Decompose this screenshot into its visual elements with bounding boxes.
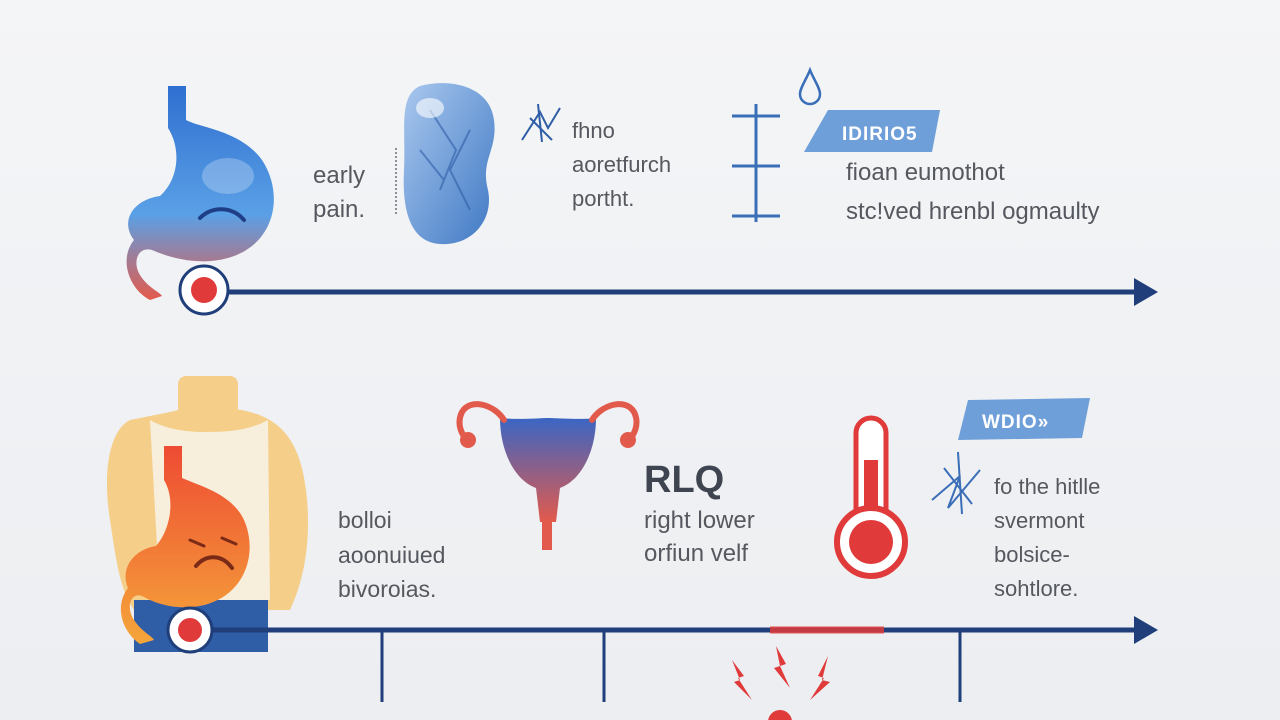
bottom-left-label-line-2: aoonuiued bbox=[338, 542, 445, 568]
early-pain-label-line-1: early bbox=[313, 162, 365, 189]
spark-icon-bottom bbox=[931, 451, 981, 515]
stomach-icon bbox=[126, 86, 274, 300]
status-tag-top: IDIRIO5 bbox=[804, 110, 940, 152]
droplet-icon bbox=[798, 66, 822, 106]
bottom-left-label-line-1: bolloi bbox=[338, 507, 392, 533]
status-tag-bottom-text: WDIO» bbox=[982, 412, 1049, 433]
middle-label-line-3: portht. bbox=[572, 186, 634, 211]
bottom-right-label-line-1: fo the hitlle bbox=[994, 474, 1100, 499]
right-label-line-1: fioan eumothot bbox=[846, 159, 1005, 186]
bottom-row: bolloi aoonuiued bivoroias. RLQ right lo… bbox=[106, 376, 1158, 720]
scale-marker-icon bbox=[732, 104, 780, 222]
early-pain-label-line-2: pain. bbox=[313, 196, 365, 223]
rlq-title: RLQ bbox=[644, 459, 724, 501]
lightning-icon bbox=[732, 646, 830, 720]
middle-label-line-1: fhno bbox=[572, 118, 615, 143]
rlq-label-line-2: orfiun velf bbox=[644, 540, 748, 567]
status-tag-bottom: WDIO» bbox=[958, 398, 1090, 440]
stomach-icon-orange bbox=[120, 446, 250, 644]
status-tag-top-text: IDIRIO5 bbox=[842, 124, 918, 145]
bottom-right-label-line-4: sohtlore. bbox=[994, 576, 1078, 601]
spark-icon bbox=[521, 103, 561, 143]
kidney-icon bbox=[403, 83, 495, 245]
bottom-right-label-line-3: bolsice- bbox=[994, 542, 1070, 567]
thermometer-icon bbox=[834, 415, 908, 579]
bottom-right-label-line-2: svermont bbox=[994, 508, 1084, 533]
top-row: early pain. fhno aoretfurch portht. bbox=[126, 66, 1158, 316]
top-timeline bbox=[178, 264, 1158, 316]
rlq-label-line-1: right lower bbox=[644, 507, 755, 534]
uterus-icon bbox=[456, 401, 640, 550]
middle-label-line-2: aoretfurch bbox=[572, 152, 671, 177]
bottom-timeline bbox=[166, 606, 1158, 702]
bottom-left-label-line-3: bivoroias. bbox=[338, 576, 436, 602]
right-label-line-2: stc!ved hrenbl ogmaulty bbox=[846, 198, 1099, 225]
